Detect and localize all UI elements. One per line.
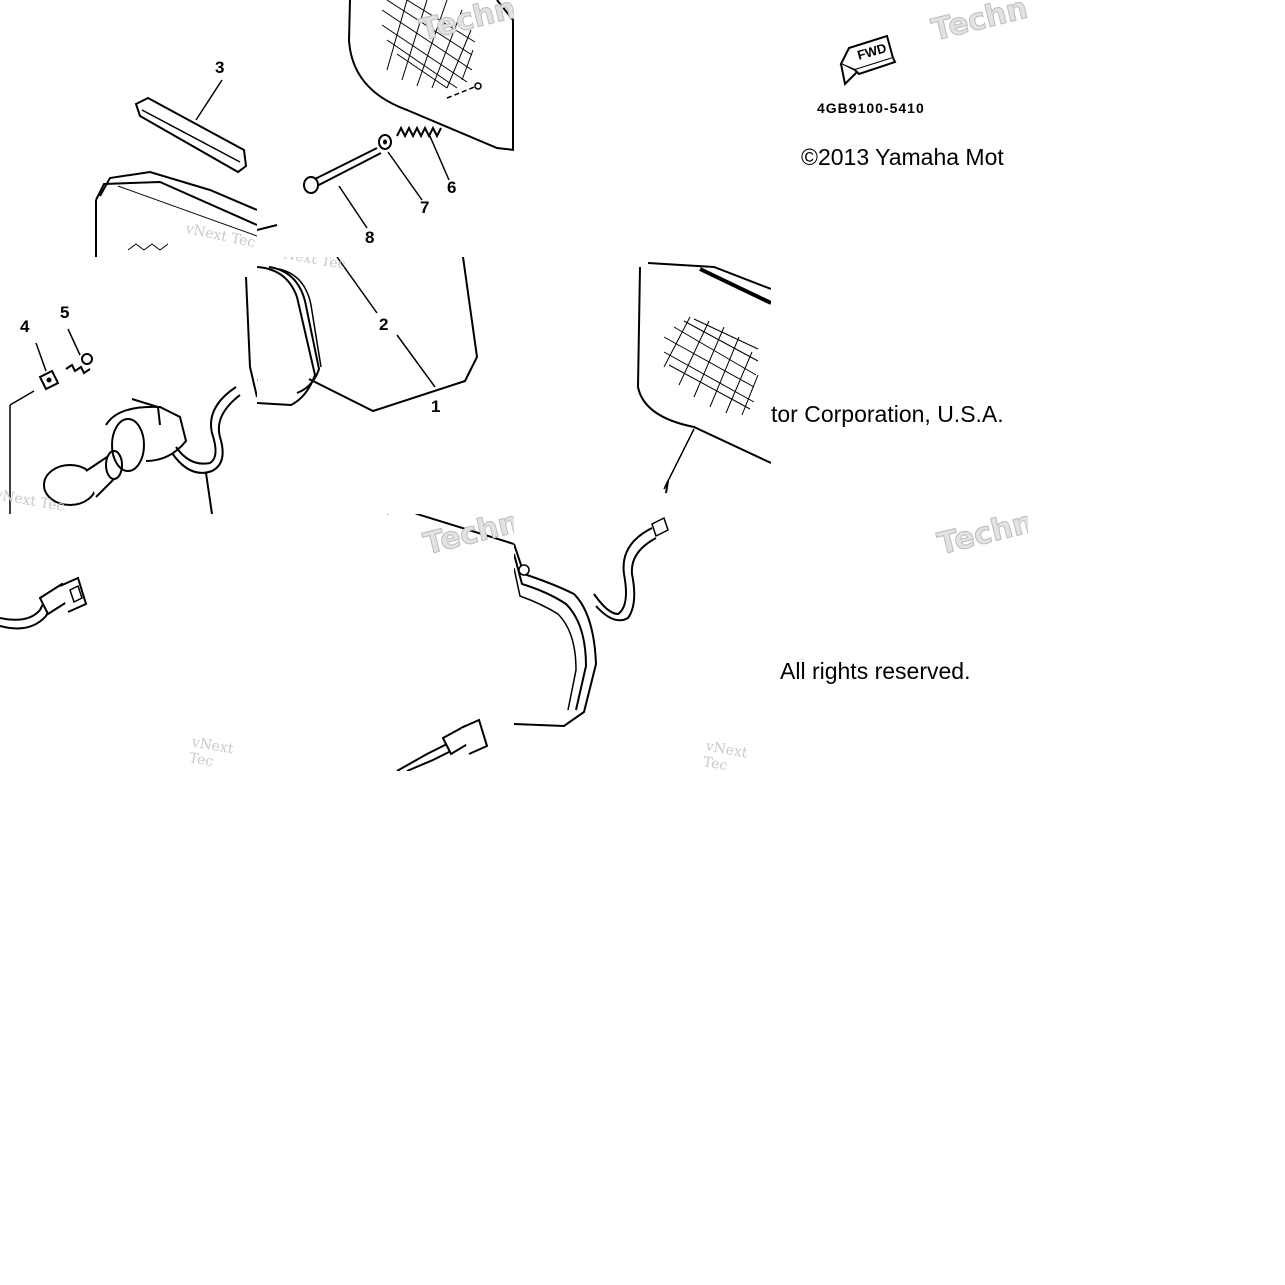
- diagram-tile-rights: All rights reserved. Techn: [771, 514, 1028, 771]
- diagram-tile-top-left: 3 vNext Tec: [0, 0, 257, 257]
- diagram-tile-copyright: tor Corporation, U.S.A.: [771, 257, 1028, 514]
- fwd-arrow-drawing: [839, 34, 897, 87]
- diagram-tile-bulb: 4 5 vNext Tec: [0, 257, 257, 514]
- lamp-bottom-drawing: [514, 516, 669, 728]
- rights-text: All rights reserved.: [780, 658, 971, 684]
- bulb-socket-drawing: [9, 276, 257, 514]
- callout-8: 8: [365, 228, 375, 247]
- copyright-part2: tor Corporation, U.S.A.: [771, 401, 1004, 427]
- screw-assembly-drawing: [257, 0, 514, 231]
- watermark-technologies: Techn: [934, 514, 1028, 563]
- callout-5: 5: [60, 303, 70, 322]
- wire-connector-drawing: [387, 514, 514, 771]
- copyright-part1: ©2013 Yamaha Mot: [801, 144, 1004, 170]
- callout-7: 7: [420, 198, 430, 217]
- callout-1: 1: [431, 397, 441, 416]
- callout-2: 2: [379, 315, 389, 334]
- part-code: 4GB9100-5410: [817, 100, 925, 116]
- wire-connector-drawing: [0, 576, 88, 630]
- diagram-tile-top-right: FWD 4GB9100-5410 ©2013 Yamaha Mot Techn: [771, 0, 1028, 257]
- lamp-front-drawing: [636, 262, 771, 494]
- diagram-tile-lamp-front: vNext Tec: [514, 257, 771, 514]
- callout-6: 6: [447, 178, 457, 197]
- callout-4: 4: [20, 317, 30, 336]
- lamp-side-drawing: [257, 257, 479, 413]
- lamp-housing-drawing: [95, 79, 257, 257]
- diagram-tile-lamp-side: 2 1 vNext Tec: [257, 257, 514, 514]
- diagram-tile-top-mid: 6 7 8 Techn: [257, 0, 514, 257]
- callout-3: 3: [215, 58, 225, 77]
- diagram-tile-connector-left: vNext Tec: [0, 514, 257, 771]
- diagram-tile-lamp-bottom: vNext Tec: [514, 514, 771, 771]
- diagram-tile-connector-right: Techn: [257, 514, 514, 771]
